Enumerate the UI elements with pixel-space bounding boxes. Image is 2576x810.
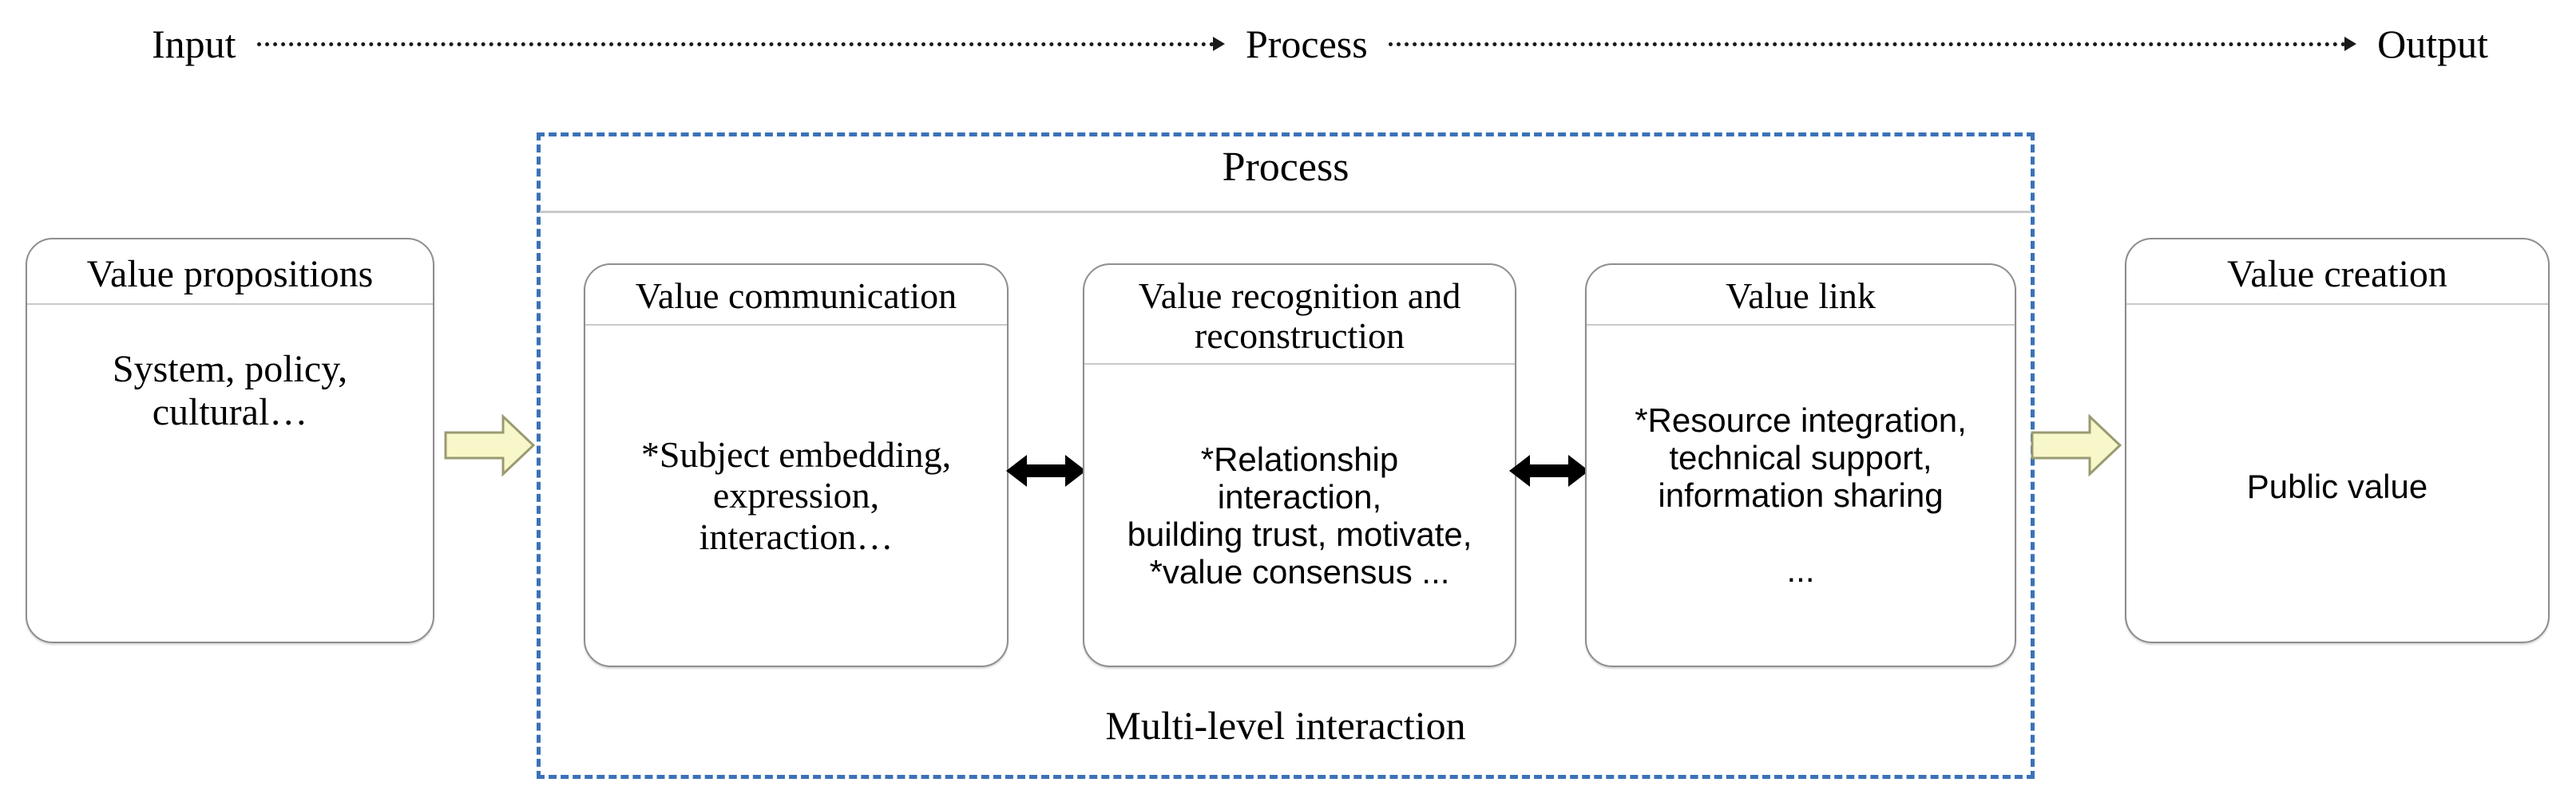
process-container-footer-label: Multi-level interaction: [1105, 703, 1466, 748]
flow-arrow-process-to-output: [1388, 37, 2357, 51]
node-body: *Resource integration, technical support…: [1587, 326, 2015, 666]
node-body-text: System, policy, cultural…: [112, 347, 348, 433]
node-header: Value creation: [2126, 239, 2548, 305]
dotted-line: [1388, 41, 2347, 46]
node-body-text: *Resource integration, technical support…: [1635, 401, 1967, 590]
arrowhead-icon: [2344, 37, 2357, 51]
node-header: Value communication: [585, 265, 1007, 326]
flow-label-output: Output: [2377, 22, 2488, 66]
node-header: Value recognition and reconstruction: [1084, 265, 1515, 365]
process-container-divider: [540, 211, 2031, 213]
node-value-recognition-and-reconstruction[interactable]: Value recognition and reconstruction *Re…: [1083, 263, 1516, 667]
yellow-arrow-right-icon-2: [2031, 413, 2122, 477]
flow-label-input: Input: [152, 22, 236, 66]
node-header: Value propositions: [27, 239, 433, 305]
node-value-communication[interactable]: Value communication *Subject embedding, …: [584, 263, 1009, 667]
node-body-text: Public value: [2246, 468, 2428, 506]
node-body-text: *Relationship interaction, building trus…: [1127, 440, 1472, 591]
node-value-link[interactable]: Value link *Resource integration, techni…: [1585, 263, 2016, 667]
node-header: Value link: [1587, 265, 2015, 326]
node-body: *Subject embedding, expression, interact…: [585, 326, 1007, 666]
yellow-arrow-right-icon-1: [444, 413, 535, 477]
node-body: *Relationship interaction, building trus…: [1084, 365, 1515, 666]
double-arrow-icon-2: [1509, 448, 1589, 493]
node-value-propositions[interactable]: Value propositions System, policy, cultu…: [26, 238, 434, 643]
flow-header-row: Input Process Output: [0, 0, 2576, 88]
dotted-line: [256, 41, 1215, 46]
node-body: Public value: [2126, 305, 2548, 642]
double-arrow-icon-1: [1006, 448, 1086, 493]
node-body: System, policy, cultural…: [27, 305, 433, 642]
node-body-text: *Subject embedding, expression, interact…: [640, 433, 952, 557]
node-value-creation[interactable]: Value creation Public value: [2125, 238, 2550, 643]
flow-label-process: Process: [1245, 22, 1368, 66]
flow-arrow-input-to-process: [256, 37, 1225, 51]
process-container-title: Process: [1222, 144, 1349, 190]
arrowhead-icon: [1212, 37, 1225, 51]
